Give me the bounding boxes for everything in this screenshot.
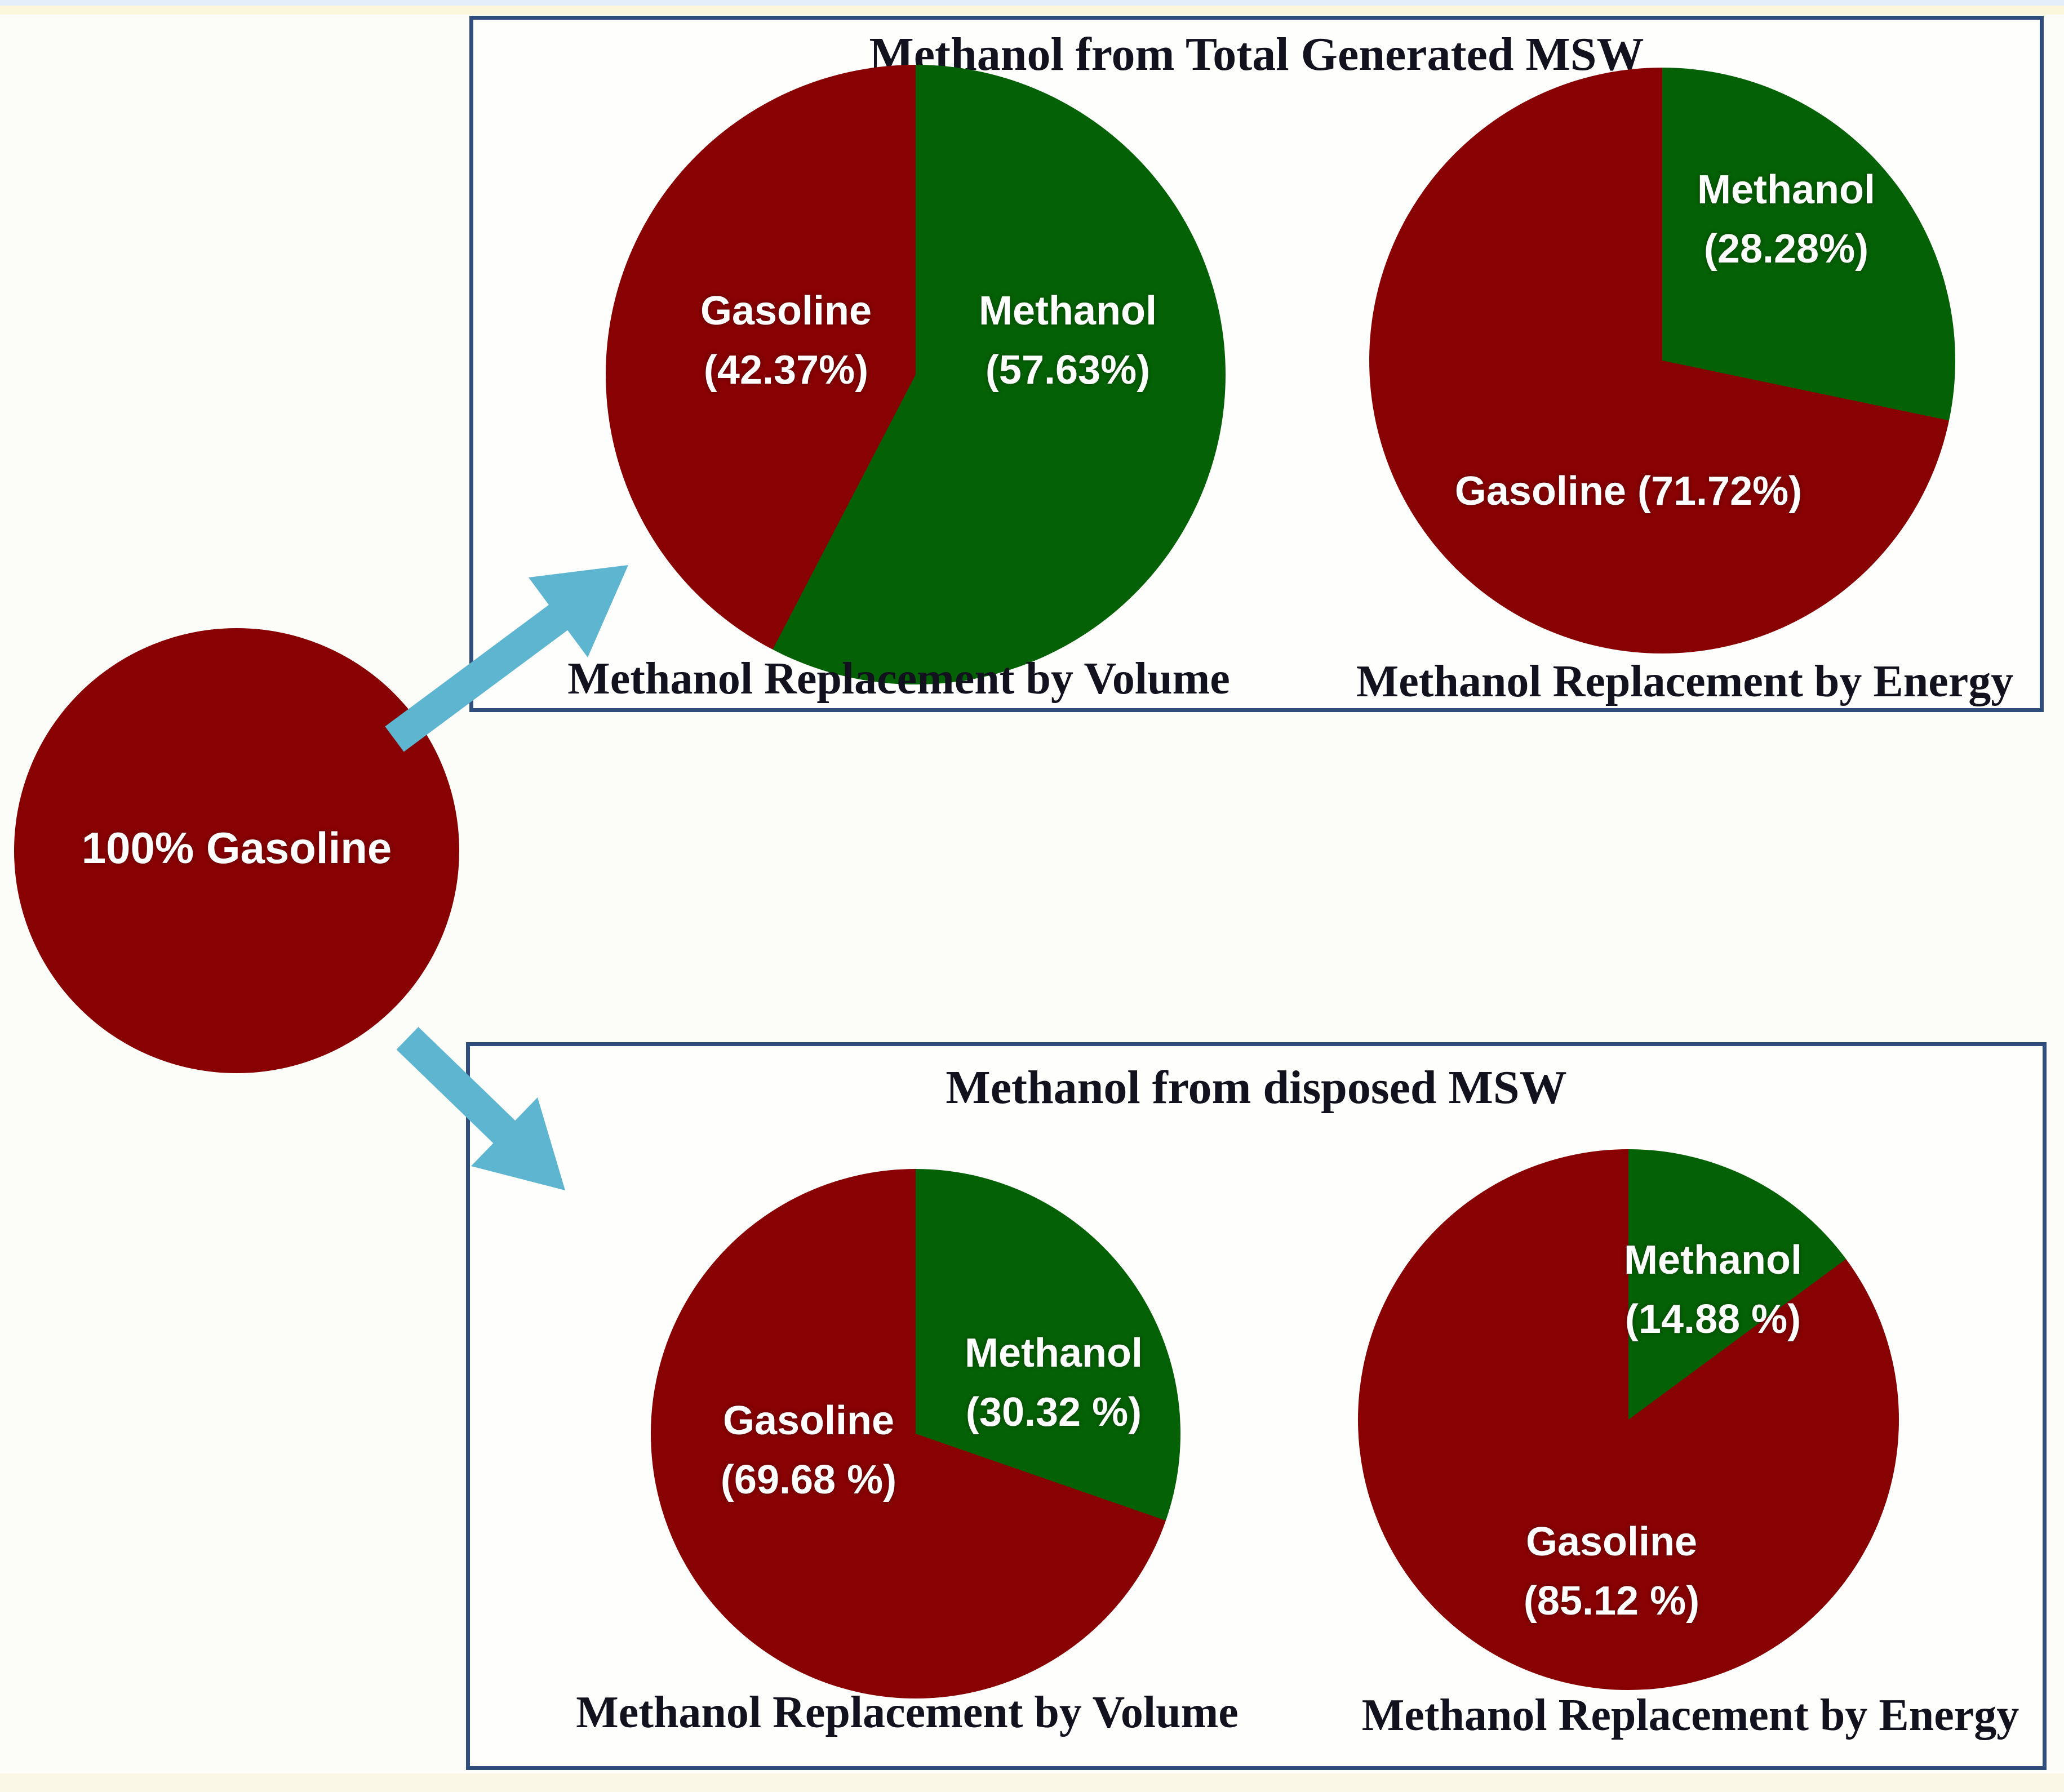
disposed-msw-title: Methanol from disposed MSW <box>946 1061 1567 1114</box>
gasoline-slice-label: Gasoline (69.68 %) <box>720 1398 897 1502</box>
methanol-slice-label: Methanol (57.63%) <box>979 288 1157 393</box>
gasoline-slice-label: Gasoline (71.72%) <box>1454 469 1803 514</box>
bottom-page-band <box>0 1773 2064 1792</box>
caption-disposed-msw-by-volume: Methanol Replacement by Volume <box>576 1688 1239 1737</box>
gasoline-source-label: 100% Gasoline <box>81 823 392 873</box>
caption-disposed-msw-by-energy: Methanol Replacement by Energy <box>1361 1691 2019 1740</box>
caption-total-msw-by-volume: Methanol Replacement by Volume <box>567 654 1230 704</box>
pie-total-msw-by-energy: Methanol (28.28%) Gasoline (71.72%) <box>1369 68 1955 653</box>
gasoline-slice-label: Gasoline (42.37%) <box>700 288 872 393</box>
pie-disposed-msw-by-volume: Methanol (30.32 %) Gasoline (69.68 %) <box>651 1169 1180 1698</box>
gasoline-slice-label: Gasoline (85.12 %) <box>1523 1519 1700 1624</box>
top-page-band <box>0 0 2064 15</box>
caption-total-msw-by-energy: Methanol Replacement by Energy <box>1356 657 2014 706</box>
pie-disposed-msw-by-energy: Methanol (14.88 %) Gasoline (85.12 %) <box>1358 1149 1899 1690</box>
methanol-slice-label: Methanol (14.88 %) <box>1624 1238 1802 1342</box>
methanol-slice-label: Methanol (30.32 %) <box>965 1331 1143 1435</box>
pie-total-msw-by-volume: Gasoline (42.37%) Methanol (57.63%) <box>606 65 1226 684</box>
methanol-slice-label: Methanol (28.28%) <box>1697 167 1875 272</box>
total-generated-msw-title: Methanol from Total Generated MSW <box>869 28 1644 81</box>
